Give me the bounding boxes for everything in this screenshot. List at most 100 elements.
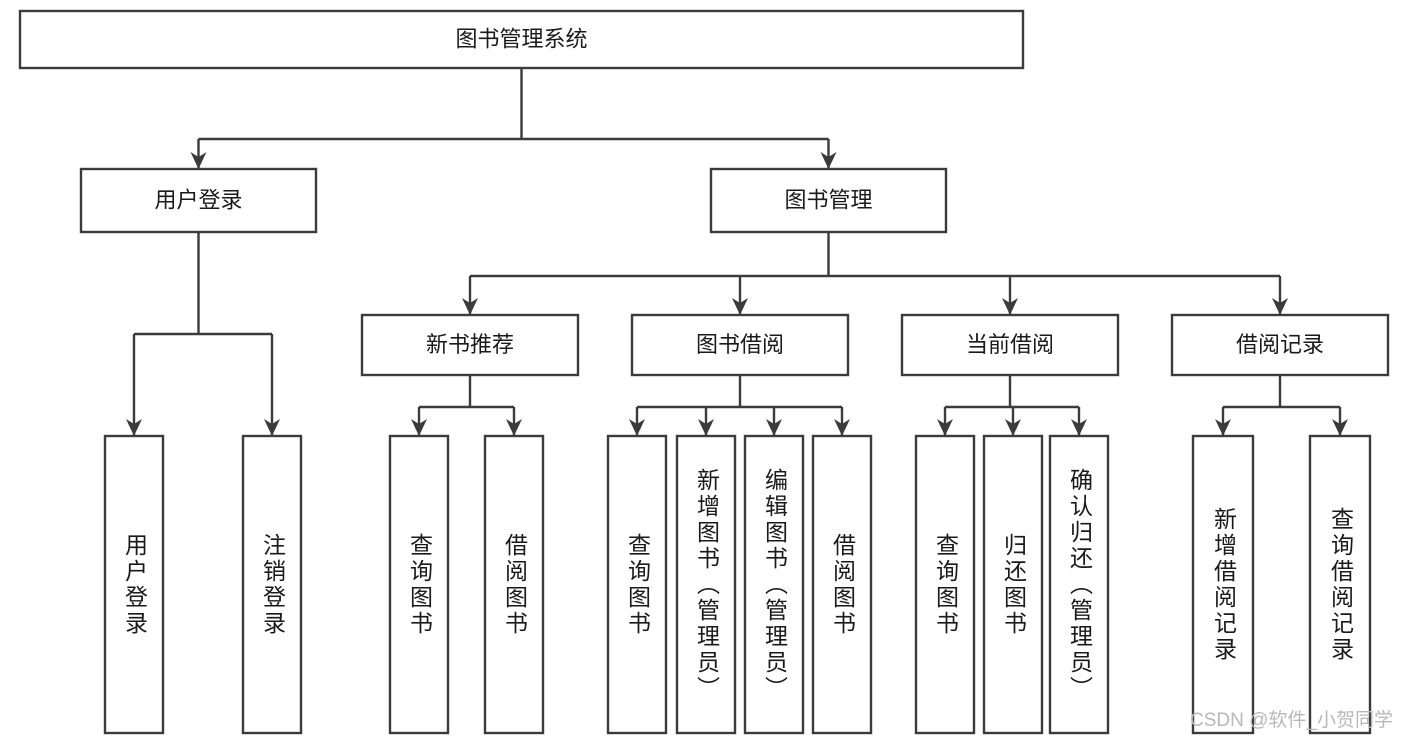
node-user-login[interactable]: 用户登录 [79, 167, 318, 234]
node-label-wrap-leaf-query-book-3: 查询图书 [932, 532, 959, 637]
arrow-head-icon [264, 419, 280, 436]
node-label-user-login: 用户登录 [154, 187, 242, 212]
arrow-head-icon [1215, 419, 1231, 436]
connector-group-borrow-record [1215, 375, 1348, 436]
node-current-borrow[interactable]: 当前借阅 [900, 313, 1120, 377]
node-box-book-borrow[interactable] [630, 313, 850, 377]
node-label-leaf-edit-book: 编辑图书（管理员） [761, 467, 788, 702]
node-label-leaf-user-logout: 注销登录 [259, 532, 286, 637]
node-book-management[interactable]: 图书管理 [709, 167, 948, 234]
node-box-leaf-query-book-1[interactable] [388, 434, 450, 735]
arrow-head-icon [190, 152, 207, 169]
connector-group-new-book-rec [411, 375, 522, 436]
csdn-watermark: CSDN @软件_小贺同学 [1190, 709, 1393, 731]
node-box-leaf-borrow-book-1[interactable] [483, 434, 545, 735]
node-label-wrap-leaf-add-book: 新增图书（管理员） [693, 467, 720, 702]
arrow-head-icon [820, 152, 837, 169]
node-label-wrap-leaf-user-login: 用户登录 [122, 533, 148, 637]
node-leaf-borrow-book-2[interactable]: 借阅图书 [811, 434, 873, 735]
connectors-layer [126, 68, 1348, 436]
arrow-head-icon [629, 419, 645, 436]
node-box-user-login[interactable] [79, 167, 318, 234]
node-box-new-book-rec[interactable] [360, 313, 580, 377]
node-leaf-return-book[interactable]: 归还图书 [982, 434, 1044, 735]
arrow-head-icon [506, 419, 522, 436]
node-new-book-rec[interactable]: 新书推荐 [360, 313, 580, 377]
node-leaf-query-record[interactable]: 查询借阅记录 [1308, 434, 1372, 735]
node-box-leaf-return-book[interactable] [982, 434, 1044, 735]
node-label-wrap-leaf-borrow-book-2: 借阅图书 [829, 532, 856, 637]
node-book-borrow[interactable]: 图书借阅 [630, 313, 850, 377]
node-leaf-add-record[interactable]: 新增借阅记录 [1191, 434, 1255, 735]
node-label-current-borrow: 当前借阅 [966, 332, 1054, 357]
node-leaf-edit-book[interactable]: 编辑图书（管理员） [743, 434, 805, 735]
node-box-leaf-query-book-3[interactable] [914, 434, 976, 735]
arrow-head-icon [462, 298, 478, 315]
node-box-root[interactable] [18, 9, 1025, 70]
node-label-wrap-leaf-query-book-2: 查询图书 [624, 532, 651, 637]
node-label-wrap-leaf-edit-book: 编辑图书（管理员） [761, 467, 788, 702]
node-root[interactable]: 图书管理系统 [18, 9, 1025, 70]
node-label-leaf-query-record: 查询借阅记录 [1327, 506, 1354, 663]
node-box-leaf-user-logout[interactable] [241, 434, 303, 735]
node-leaf-user-logout[interactable]: 注销登录 [241, 434, 303, 735]
connector-group-root [190, 68, 837, 169]
arrow-head-icon [1005, 419, 1021, 436]
node-label-leaf-borrow-book-1: 借阅图书 [501, 532, 528, 637]
node-label-leaf-return-book: 归还图书 [1000, 532, 1027, 637]
node-label-new-book-rec: 新书推荐 [426, 332, 514, 357]
arrow-head-icon [411, 419, 427, 436]
node-label-wrap-leaf-return-book: 归还图书 [1000, 532, 1027, 637]
connector-group-user-login [126, 232, 280, 436]
node-label-borrow-record: 借阅记录 [1236, 332, 1324, 357]
arrow-head-icon [1002, 298, 1018, 315]
arrow-head-icon [1272, 298, 1288, 315]
node-label-wrap-leaf-query-record: 查询借阅记录 [1327, 506, 1354, 663]
node-label-wrap-leaf-query-book-1: 查询图书 [406, 532, 433, 637]
node-box-leaf-confirm-return[interactable] [1048, 434, 1110, 735]
node-box-leaf-query-book-2[interactable] [606, 434, 668, 735]
node-label-leaf-query-book-2: 查询图书 [624, 532, 651, 637]
node-label-leaf-query-book-3: 查询图书 [932, 532, 959, 637]
arrow-head-icon [834, 419, 850, 436]
node-leaf-query-book-2[interactable]: 查询图书 [606, 434, 668, 735]
connector-group-book-borrow [629, 375, 850, 436]
node-box-borrow-record[interactable] [1170, 313, 1390, 377]
arrow-head-icon [766, 419, 782, 436]
node-label-leaf-add-record: 新增借阅记录 [1210, 506, 1237, 663]
node-box-leaf-add-record[interactable] [1191, 434, 1255, 735]
node-leaf-query-book-3[interactable]: 查询图书 [914, 434, 976, 735]
node-box-leaf-user-login[interactable] [103, 434, 165, 735]
arrow-head-icon [1332, 419, 1348, 436]
node-box-current-borrow[interactable] [900, 313, 1120, 377]
node-leaf-query-book-1[interactable]: 查询图书 [388, 434, 450, 735]
node-label-book-borrow: 图书借阅 [696, 332, 784, 357]
node-leaf-add-book[interactable]: 新增图书（管理员） [675, 434, 737, 735]
node-borrow-record[interactable]: 借阅记录 [1170, 313, 1390, 377]
node-label-wrap-leaf-add-record: 新增借阅记录 [1210, 506, 1237, 663]
node-label-leaf-query-book-1: 查询图书 [406, 532, 433, 637]
node-label-leaf-borrow-book-2: 借阅图书 [829, 532, 856, 637]
connector-group-current-borrow [937, 375, 1087, 436]
node-leaf-borrow-book-1[interactable]: 借阅图书 [483, 434, 545, 735]
node-box-leaf-query-record[interactable] [1308, 434, 1372, 735]
arrow-head-icon [698, 419, 714, 436]
node-leaf-user-login[interactable]: 用户登录 [103, 434, 165, 735]
node-box-leaf-add-book[interactable] [675, 434, 737, 735]
arrow-head-icon [732, 298, 748, 315]
nodes-layer: 图书管理系统用户登录图书管理新书推荐图书借阅当前借阅借阅记录用户登录注销登录查询… [18, 9, 1390, 735]
arrow-head-icon [937, 419, 953, 436]
node-label-leaf-add-book: 新增图书（管理员） [693, 467, 720, 702]
arrow-head-icon [1071, 419, 1087, 436]
node-leaf-confirm-return[interactable]: 确认归还（管理员） [1048, 434, 1110, 735]
node-box-leaf-borrow-book-2[interactable] [811, 434, 873, 735]
connector-group-book-management [462, 232, 1288, 315]
node-label-book-management: 图书管理 [784, 187, 872, 212]
node-box-leaf-edit-book[interactable] [743, 434, 805, 735]
node-label-leaf-confirm-return: 确认归还（管理员） [1066, 467, 1093, 702]
node-label-root: 图书管理系统 [455, 26, 587, 51]
node-label-wrap-leaf-confirm-return: 确认归还（管理员） [1066, 467, 1093, 702]
arrow-head-icon [126, 419, 142, 436]
node-box-book-management[interactable] [709, 167, 948, 234]
